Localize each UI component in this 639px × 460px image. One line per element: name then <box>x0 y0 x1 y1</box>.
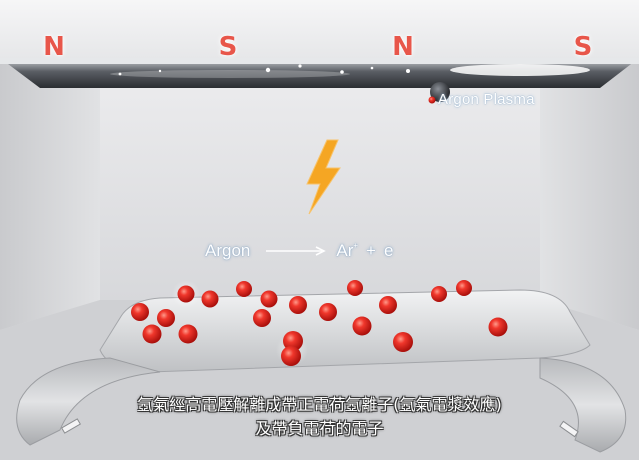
reaction-arrow-icon <box>266 246 327 256</box>
ionization-equation: Argon Ar+ + e <box>205 241 393 261</box>
caption-line-1: 氬氣經高電壓解離成帶正電荷氬離子(氬氣電漿效應) <box>137 395 502 414</box>
caption-line-2: 及帶負電荷的電子 <box>255 419 384 438</box>
magnet-pole-north-2: N <box>392 32 414 62</box>
ion-charge: + <box>353 241 359 250</box>
equation-plus: + <box>366 241 376 260</box>
argon-ion-particles <box>131 280 508 366</box>
argon-plasma-label: Argon Plasma <box>438 91 535 108</box>
equation-reactant: Argon <box>205 241 251 260</box>
magnet-pole-south-1: S <box>218 32 238 62</box>
equation-electron: e <box>383 241 394 260</box>
magnet-pole-south-2: S <box>573 32 593 62</box>
magnet-pole-north-1: N <box>43 32 65 62</box>
equation-ion: Ar+ <box>336 241 359 260</box>
subtitle-caption: 氬氣經高電壓解離成帶正電荷氬離子(氬氣電漿效應) 及帶負電荷的電子 <box>0 393 639 441</box>
